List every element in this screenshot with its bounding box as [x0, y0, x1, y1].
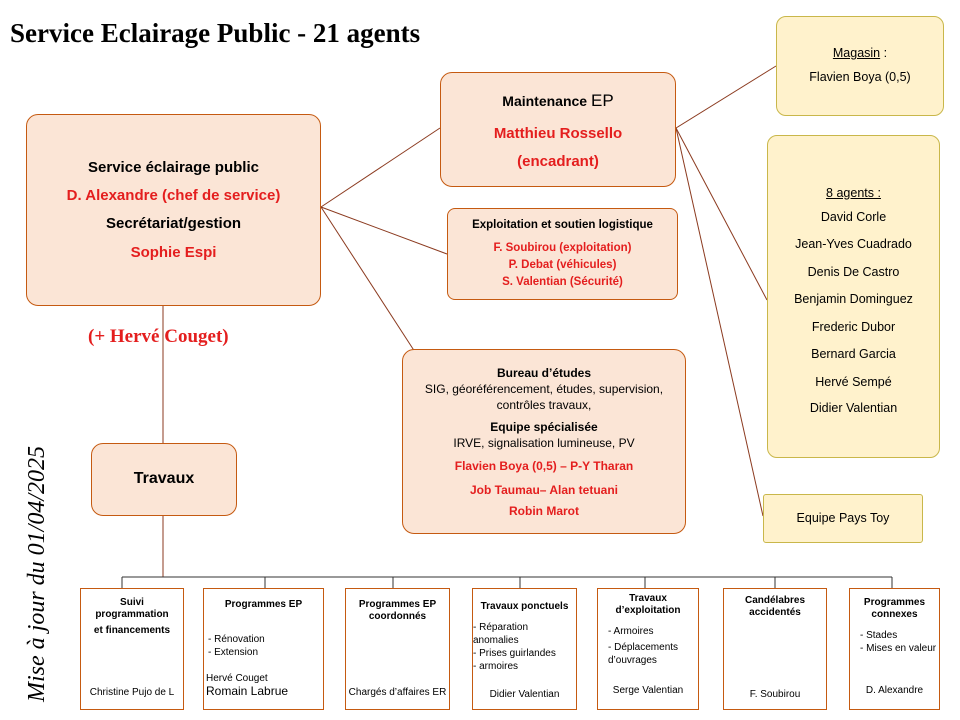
bureau-line3: Robin Marot [509, 504, 579, 518]
agent-name: David Corle [820, 210, 887, 224]
line-maint-agents [675, 127, 768, 301]
line-maint-magasin [675, 65, 777, 129]
sub-box-footer: Chargés d’affaires ER [348, 687, 447, 698]
sub-box-footer: Serge Valentian [612, 685, 684, 696]
bureau-line1: Flavien Boya (0,5) – P-Y Tharan [454, 459, 634, 473]
exploitation-title: Exploitation et soutien logistique [472, 219, 653, 231]
pays-toy-label: Equipe Pays Toy [796, 511, 890, 525]
bureau-team-title: Equipe spécialisée [490, 420, 598, 434]
maintenance-name: Matthieu Rossello [493, 125, 623, 142]
exploitation-box: Exploitation et soutien logistique F. So… [447, 208, 678, 300]
maintenance-title: Maintenance EP [502, 91, 614, 110]
sub-box-footer: D. Alexandre [865, 685, 924, 696]
sub-box-title: Travaux ponctuels [480, 601, 569, 612]
main-line2: D. Alexandre (chef de service) [66, 187, 281, 204]
agent-name: Jean-Yves Cuadrado [795, 237, 912, 251]
line-maint-paystoy [675, 127, 764, 517]
agents-title: 8 agents : [826, 186, 881, 200]
sub-box-lines: - Rénovation- Extension [208, 634, 265, 658]
agent-name: Benjamin Dominguez [794, 292, 913, 306]
bureau-line2: Job Taumau– Alan tetuani [469, 483, 619, 497]
magasin-box: Magasin : Flavien Boya (0,5) [776, 16, 944, 116]
main-line3: Secrétariat/gestion [105, 215, 242, 232]
bureau-title: Bureau d’études [496, 366, 592, 380]
agent-name: Didier Valentian [809, 401, 898, 415]
bureau-team-desc: IRVE, signalisation lumineuse, PV [453, 436, 635, 450]
herve-note: (+ Hervé Couget) [88, 326, 229, 347]
main-service-box: Service éclairage public D. Alexandre (c… [26, 114, 321, 306]
pays-toy-box: Equipe Pays Toy [763, 494, 923, 543]
sub-box-title: Programmes EP [224, 599, 303, 610]
sub-box-lines: - Stades- Mises en valeur [860, 630, 937, 654]
travaux-box: Travaux [91, 443, 237, 516]
main-line1: Service éclairage public [88, 159, 259, 176]
line-main-exploitation [320, 206, 448, 255]
exploitation-line3: S. Valentian (Sécurité) [502, 276, 623, 288]
agent-name: Bernard Garcia [811, 347, 896, 361]
maintenance-box: Maintenance EP Matthieu Rossello (encadr… [440, 72, 676, 187]
agent-name: Hervé Sempé [815, 375, 892, 389]
magasin-title: Magasin : [832, 46, 888, 60]
bureau-desc1: SIG, géoréférencement, études, supervisi… [424, 382, 664, 396]
travaux-label: Travaux [133, 470, 195, 487]
line-main-maintenance [320, 127, 441, 208]
maintenance-role: (encadrant) [517, 153, 599, 170]
agent-name: Denis De Castro [807, 265, 900, 279]
page-title: Service Eclairage Public - 21 agents [10, 18, 421, 48]
exploitation-line2: P. Debat (véhicules) [508, 259, 617, 271]
bureau-desc2: contrôles travaux, [496, 398, 592, 412]
exploitation-line1: F. Soubirou (exploitation) [493, 242, 632, 254]
bureau-box: Bureau d’études SIG, géoréférencement, é… [402, 349, 686, 534]
main-line4: Sophie Espi [130, 244, 217, 261]
line-main-bureau [320, 206, 416, 353]
sub-box-footer: Christine Pujo de L [89, 687, 175, 698]
agent-name: Frederic Dubor [811, 320, 896, 334]
update-note: Mise à jour du 01/04/2025 [24, 446, 50, 702]
magasin-name: Flavien Boya (0,5) [809, 70, 911, 84]
sub-box-footer: Didier Valentian [489, 689, 560, 700]
sub-box-footer: F. Soubirou [749, 689, 801, 700]
